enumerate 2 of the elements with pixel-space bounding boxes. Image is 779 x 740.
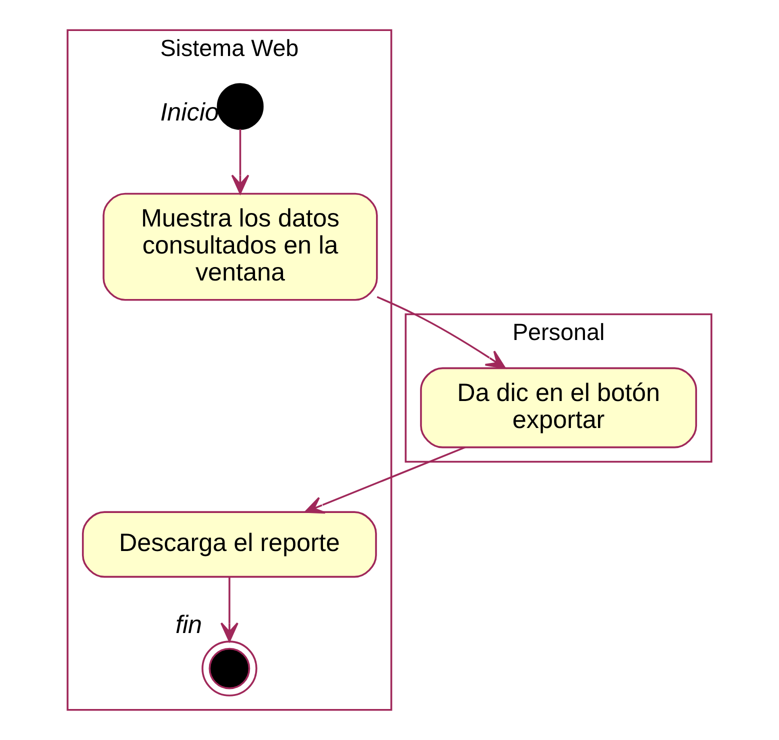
node-label: fin [175, 610, 202, 639]
node-label: Inicio [160, 98, 219, 126]
